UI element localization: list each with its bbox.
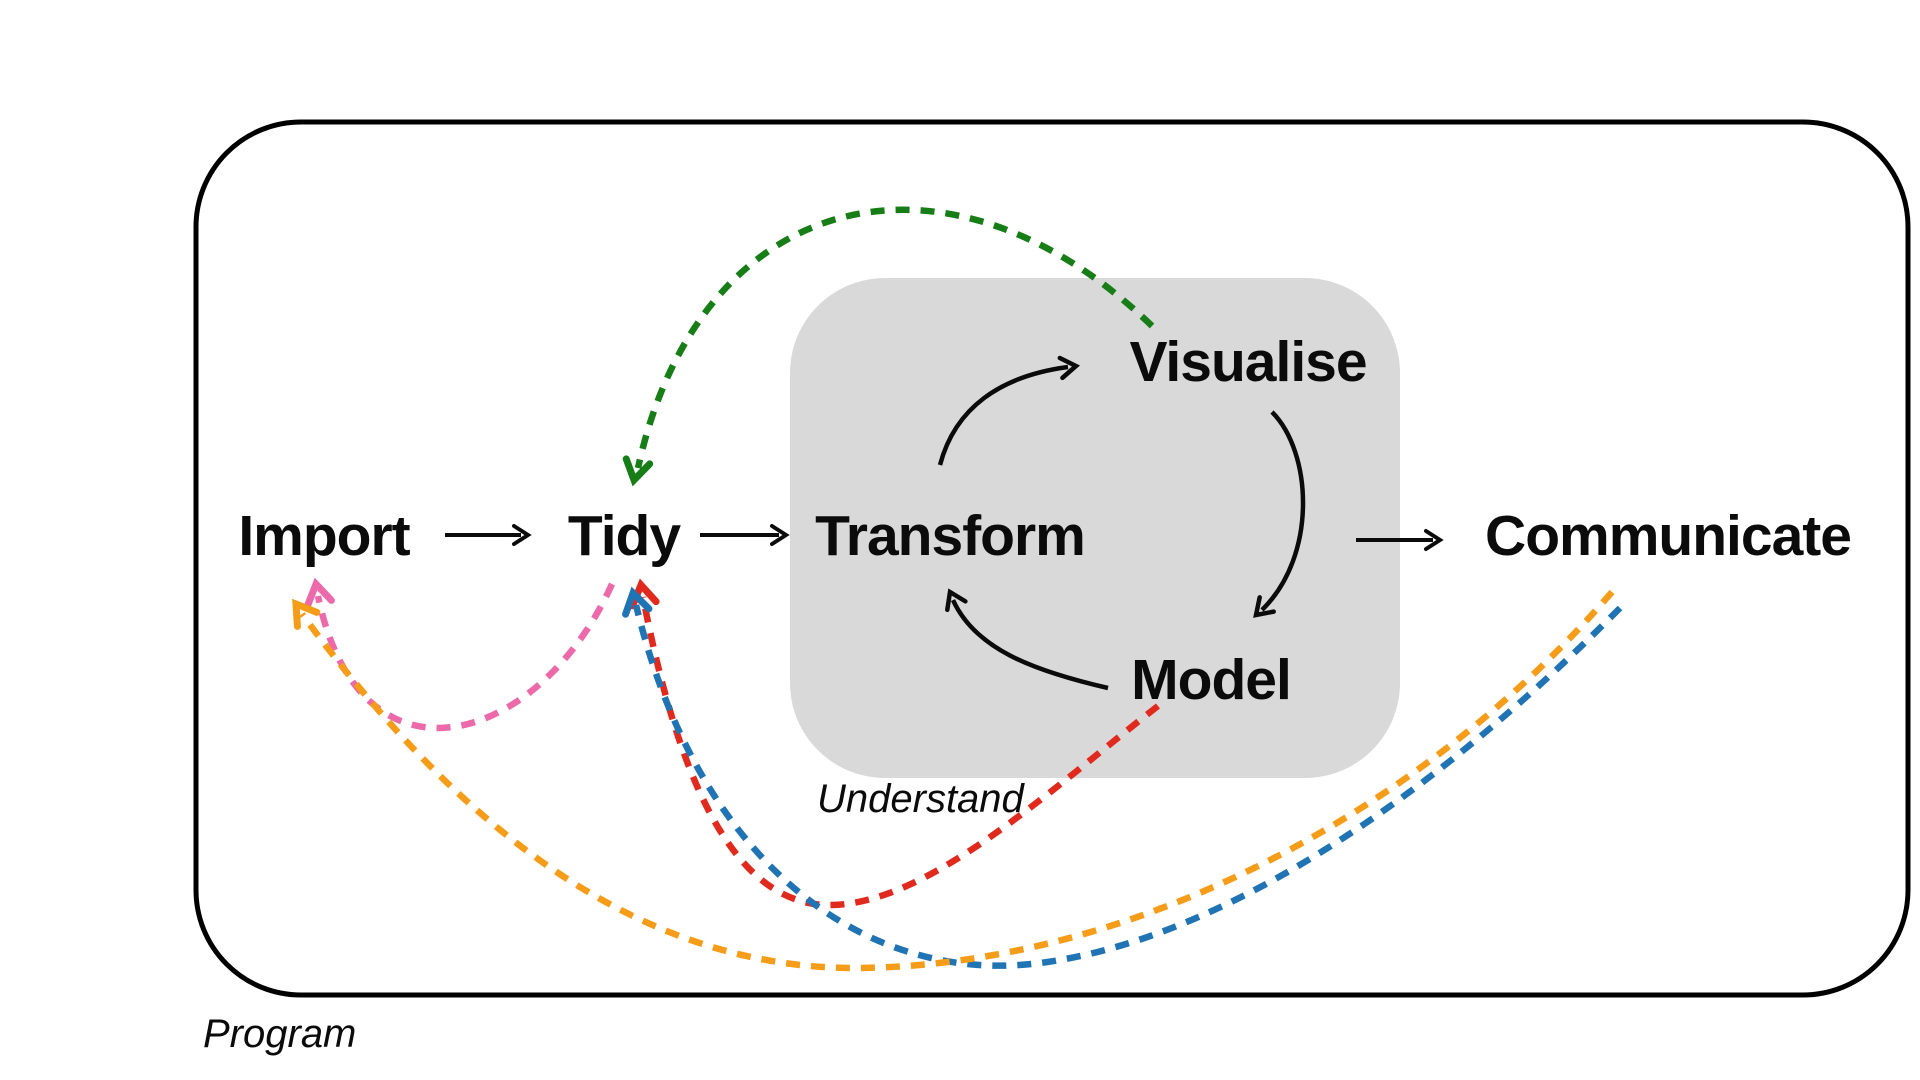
edge-communicate-tidy-feedback [622,586,1623,969]
edge-visualise-model [1253,410,1306,618]
edge-import-tidy [445,524,532,546]
region-label-program: Program [203,1012,356,1056]
node-import: Import [238,504,410,568]
node-tidy: Tidy [568,504,681,568]
node-communicate: Communicate [1485,504,1851,568]
edge-tidy-import-feedback [304,577,615,732]
region-label-understand: Understand [817,777,1026,821]
program-boundary-box [193,119,1911,998]
understand-panel [790,278,1400,778]
node-model: Model [1131,648,1291,712]
edge-understand-communicate [1356,529,1444,551]
edge-visualise-tidy-feedback [622,206,1155,487]
edge-model-transform [945,588,1109,691]
edge-transform-visualise [937,355,1081,466]
edge-communicate-import-feedback [292,589,1615,972]
node-visualise: Visualise [1129,330,1366,394]
node-transform: Transform [815,504,1085,568]
edge-tidy-transform [700,524,790,546]
